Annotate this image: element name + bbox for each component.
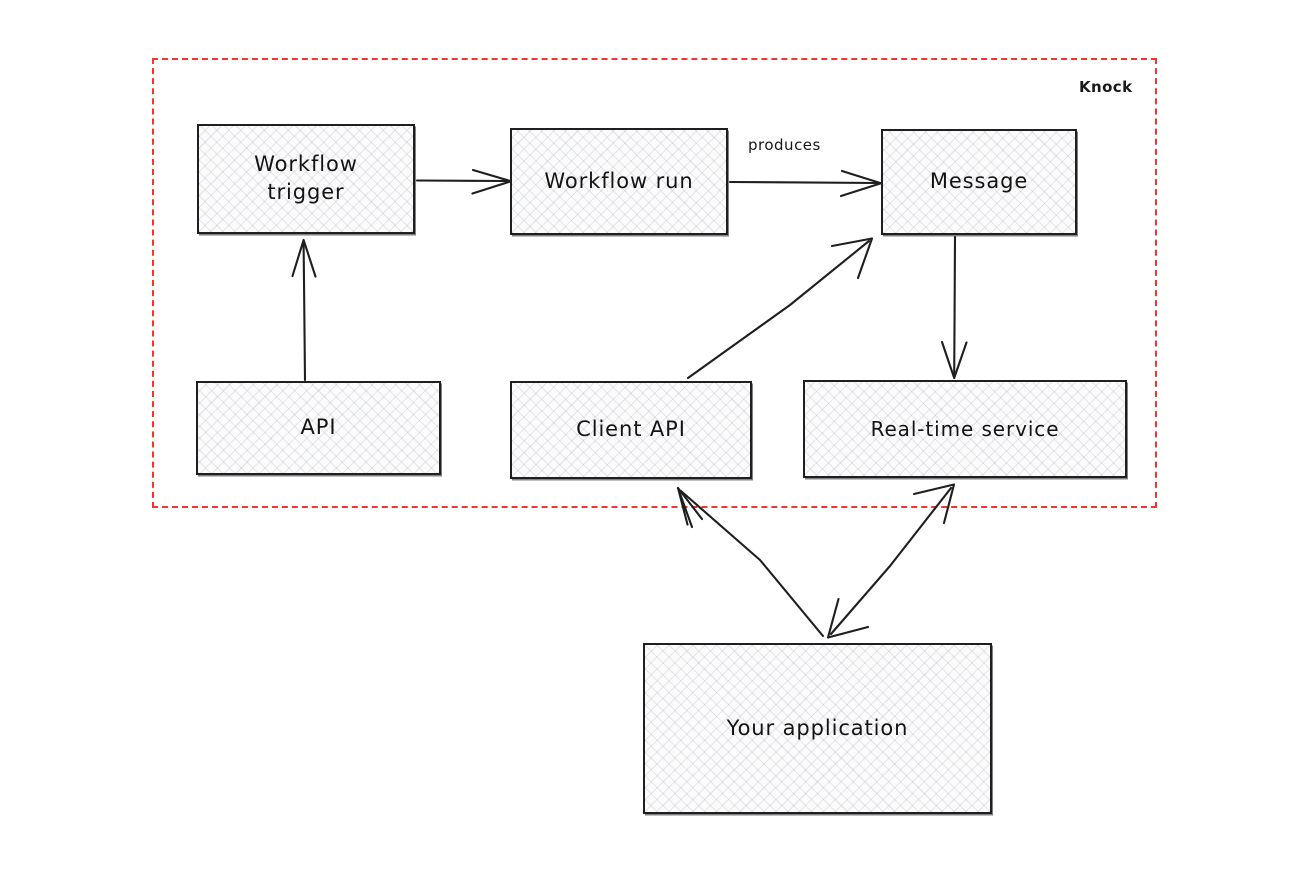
node-client-api[interactable]: Client API xyxy=(510,381,752,479)
node-workflow-run[interactable]: Workflow run xyxy=(510,128,728,235)
node-workflow-trigger[interactable]: Workflow trigger xyxy=(197,124,415,234)
node-message-label: Message xyxy=(929,169,1029,194)
edge-your-application-to-client-api xyxy=(676,486,825,638)
node-real-time-service[interactable]: Real-time service xyxy=(803,380,1127,478)
node-message[interactable]: Message xyxy=(881,129,1077,235)
edge-label-produces: produces xyxy=(748,136,821,154)
node-client-api-label: Client API xyxy=(576,417,686,442)
node-api-label: API xyxy=(300,415,337,440)
node-workflow-trigger-label: Workflow trigger xyxy=(254,152,358,204)
node-your-application[interactable]: Your application xyxy=(643,643,992,814)
node-api[interactable]: API xyxy=(196,381,441,475)
node-real-time-service-label: Real-time service xyxy=(870,416,1060,441)
node-workflow-run-label: Workflow run xyxy=(544,168,694,193)
knock-boundary xyxy=(152,58,1157,508)
node-your-application-label: Your application xyxy=(726,715,909,740)
knock-boundary-label: Knock xyxy=(1079,78,1133,96)
